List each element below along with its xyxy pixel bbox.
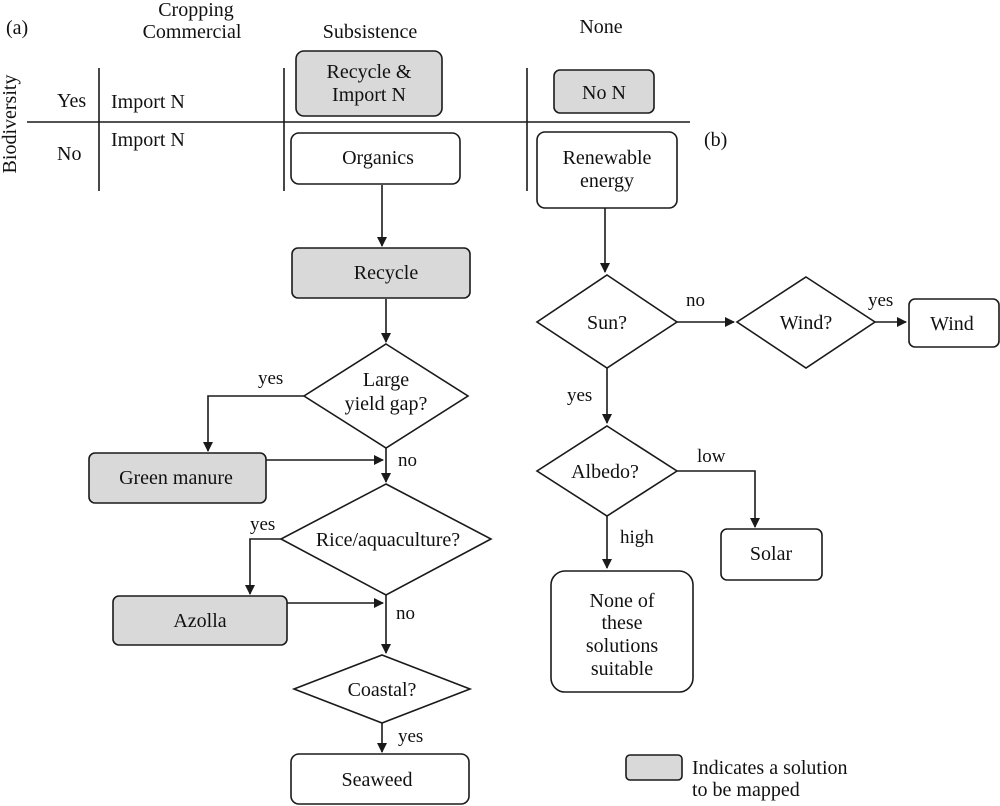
- box-none-suitable: [550, 570, 694, 693]
- diamond-coastal-label: Coastal?: [348, 679, 417, 701]
- box-seaweed: [290, 753, 470, 805]
- row-axis-label-biodiversity: Biodiversity: [0, 75, 21, 174]
- cell-commercial-no: Import N: [111, 129, 185, 151]
- box-renewable-energy: [536, 131, 678, 209]
- legend-text-line2: to be mapped: [692, 779, 800, 801]
- box-recycle-label: Recycle: [354, 262, 419, 284]
- box-solar: [720, 528, 823, 581]
- diamond-large-yield-gap-line2: yield gap?: [345, 393, 428, 415]
- box-recycle-import-n: [295, 50, 443, 117]
- box-no-n: [553, 69, 655, 114]
- header-commercial: Commercial: [143, 21, 242, 43]
- box-no-n-label: No N: [582, 82, 626, 104]
- label-yes-coastal: yes: [398, 726, 423, 747]
- box-none-suitable-line1: None of: [590, 590, 655, 612]
- header-subsistence: Subsistence: [323, 21, 418, 43]
- box-renewable-energy-line1: Renewable: [563, 147, 652, 169]
- label-low-albedo: low: [697, 446, 726, 467]
- diamond-large-yield-gap-line1: Large: [363, 369, 409, 391]
- diamond-wind: [735, 276, 877, 369]
- label-no-yield-gap: no: [398, 450, 417, 471]
- label-high-albedo: high: [620, 527, 654, 548]
- panel-label-a: (a): [6, 17, 28, 39]
- label-yes-yield-gap: yes: [258, 368, 283, 389]
- box-organics-label: Organics: [342, 147, 414, 169]
- diamond-wind-label: Wind?: [780, 312, 833, 334]
- label-no-sun: no: [686, 290, 705, 311]
- box-none-suitable-line2: these: [601, 612, 642, 634]
- arrow-rice-yes-to-azolla: [245, 538, 281, 595]
- row-label-no: No: [57, 143, 81, 165]
- box-renewable-energy-line2: energy: [580, 170, 634, 192]
- box-wind: [908, 298, 1000, 348]
- box-green-manure: [88, 452, 267, 504]
- diamond-rice-aquaculture-label: Rice/aquaculture?: [316, 529, 460, 551]
- box-recycle-import-n-line1: Recycle &: [327, 61, 412, 83]
- box-azolla-label: Azolla: [173, 610, 226, 632]
- header-cropping: Cropping: [158, 0, 234, 21]
- header-none: None: [579, 16, 622, 38]
- box-organics: [290, 132, 461, 185]
- box-wind-label: Wind: [930, 313, 974, 335]
- label-yes-sun: yes: [567, 385, 592, 406]
- box-seaweed-label: Seaweed: [341, 769, 412, 791]
- row-label-yes: Yes: [57, 90, 86, 112]
- diamond-sun-label: Sun?: [587, 312, 627, 334]
- label-yes-wind: yes: [868, 290, 893, 311]
- diamond-albedo-label: Albedo?: [571, 461, 639, 483]
- box-recycle-import-n-line2: Import N: [332, 84, 406, 106]
- box-recycle: [291, 247, 471, 299]
- label-no-rice: no: [396, 603, 415, 624]
- arrow-yield-gap-yes-to-green-manure: [203, 395, 304, 452]
- panel-label-b: (b): [704, 129, 727, 151]
- cell-commercial-yes: Import N: [111, 91, 185, 113]
- legend-text-line1: Indicates a solution: [692, 757, 848, 779]
- box-none-suitable-line4: suitable: [591, 658, 653, 680]
- box-azolla: [112, 595, 288, 646]
- legend-swatch: [625, 754, 683, 781]
- box-green-manure-label: Green manure: [119, 467, 233, 489]
- arrow-albedo-low-to-solar: [677, 470, 760, 528]
- box-solar-label: Solar: [750, 543, 793, 565]
- label-yes-rice: yes: [250, 514, 275, 535]
- box-none-suitable-line3: solutions: [586, 635, 658, 657]
